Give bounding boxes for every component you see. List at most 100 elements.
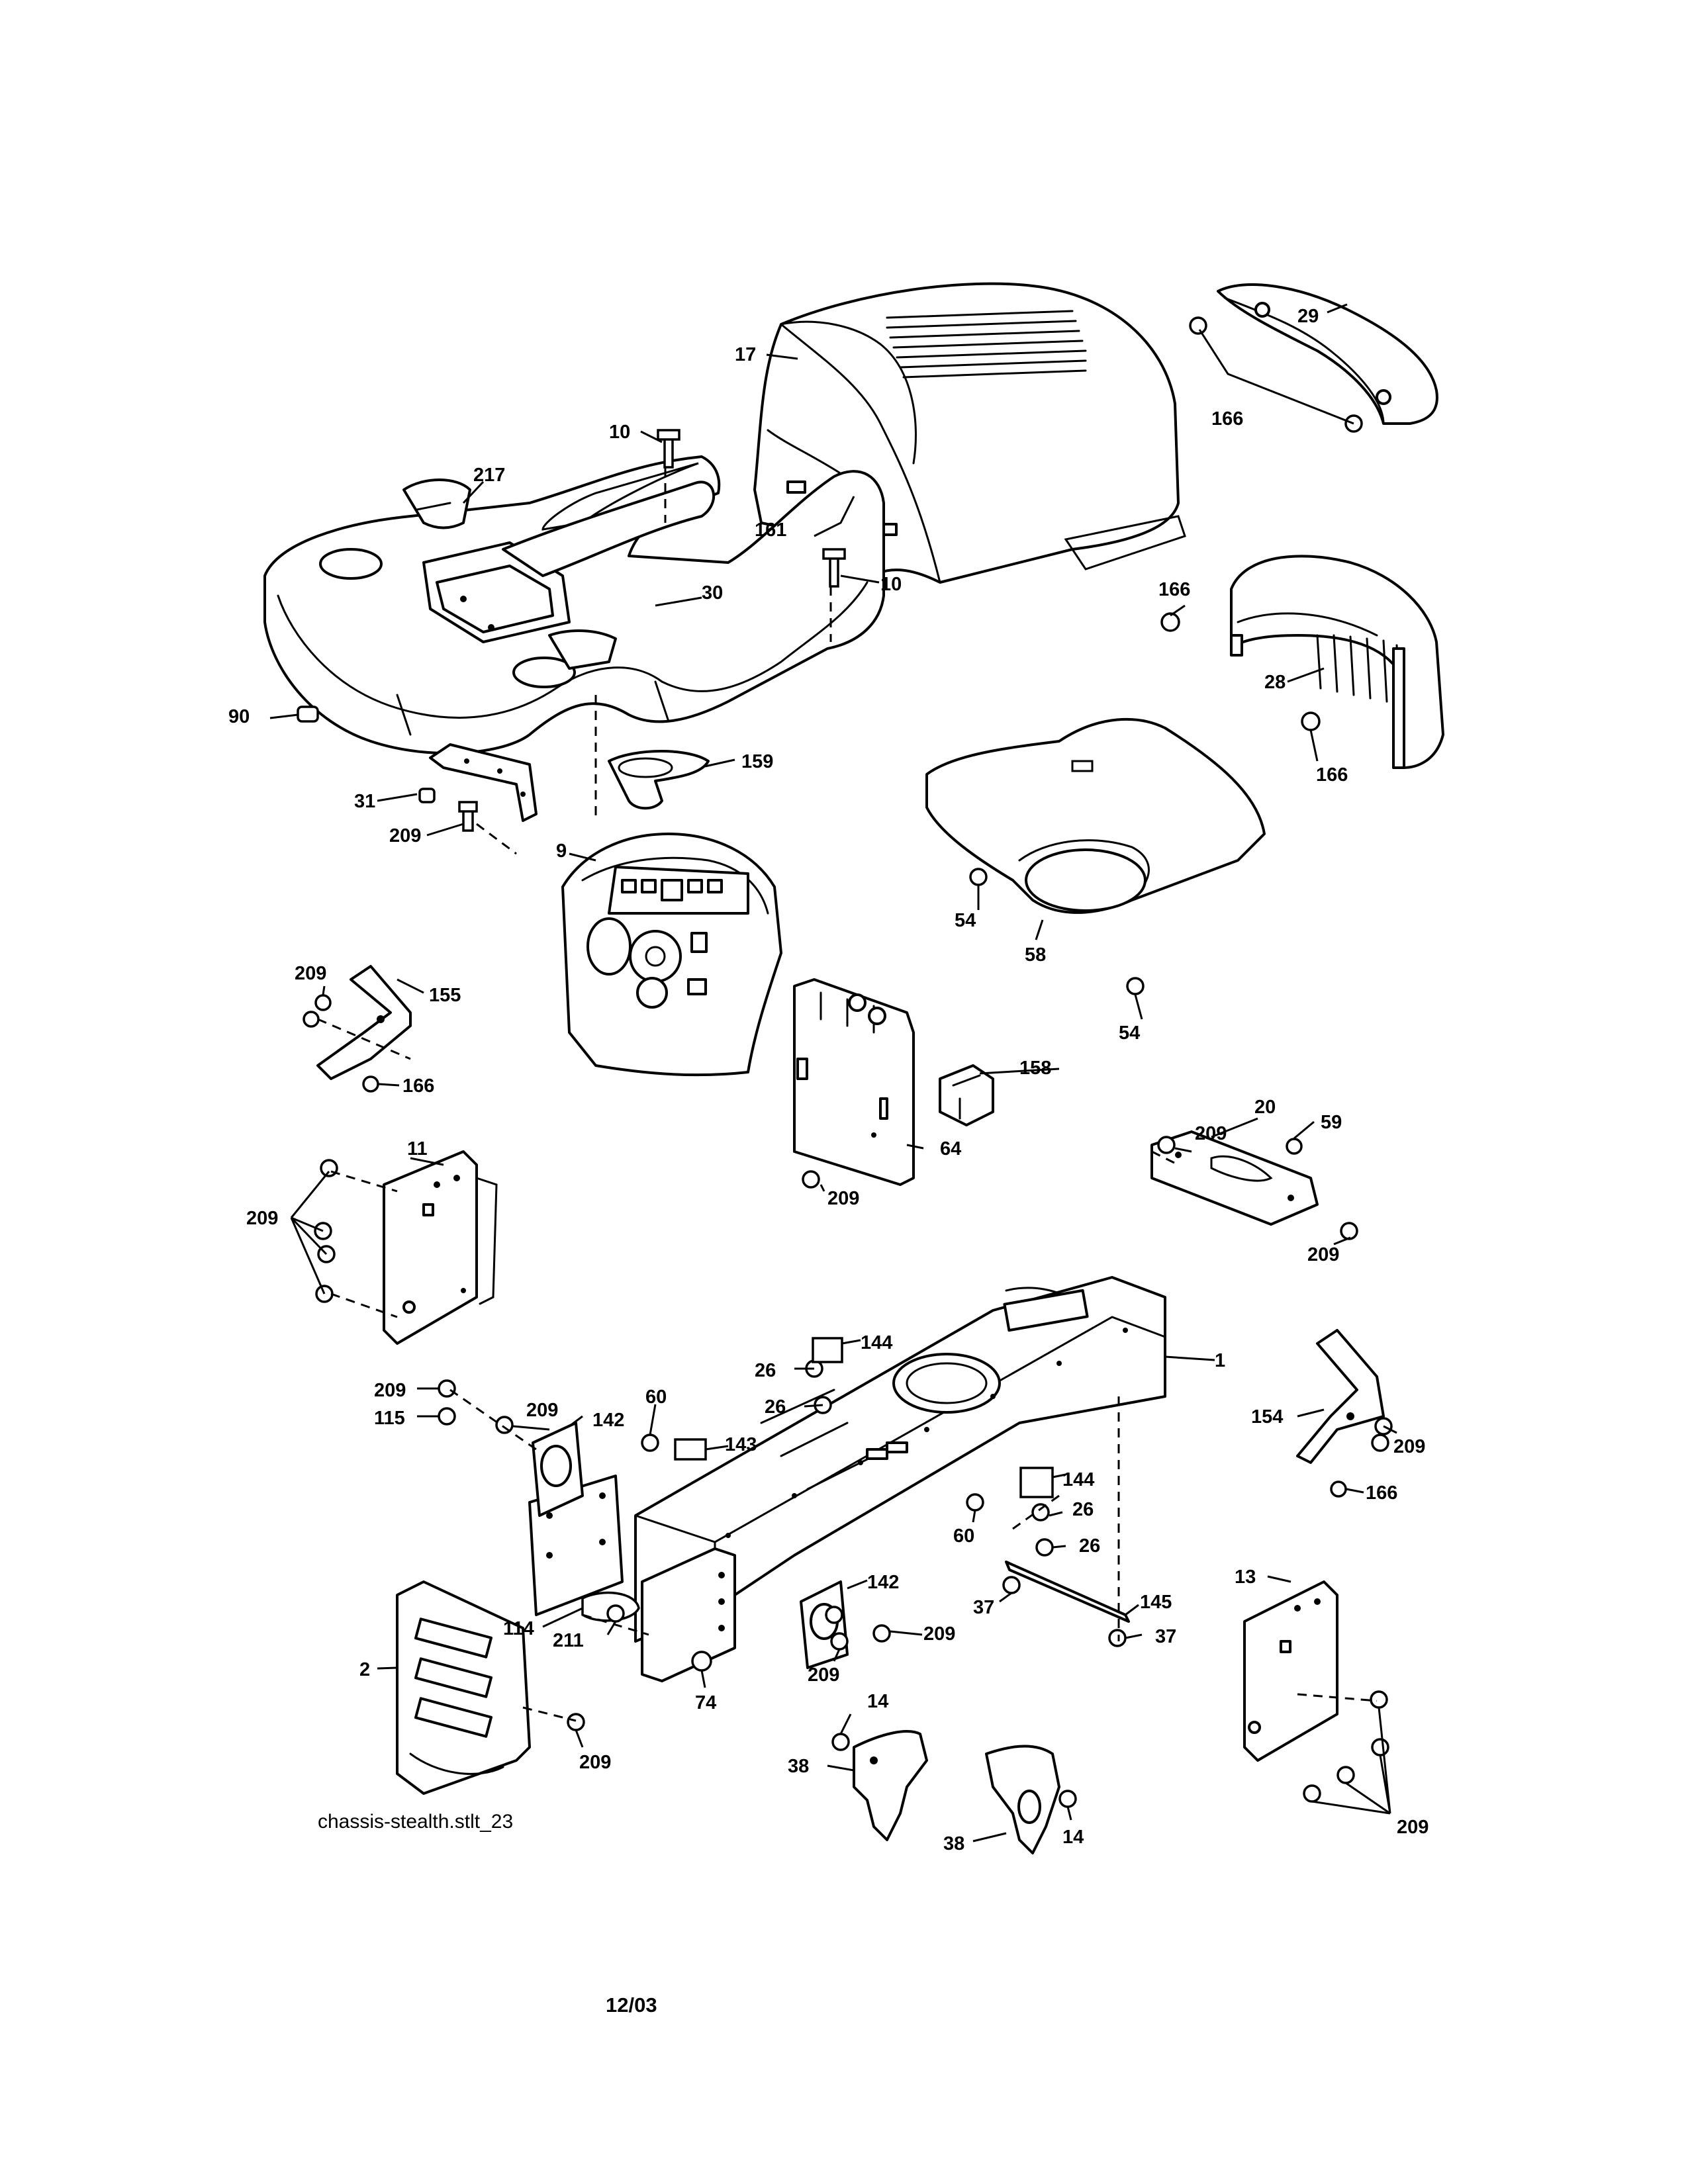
callout-209: 209	[827, 1188, 859, 1209]
callout-209: 209	[579, 1752, 611, 1773]
seat-mount-plate	[502, 480, 715, 577]
fastener-small-parts	[297, 316, 1393, 1808]
callout-115: 115	[374, 1408, 405, 1429]
alignment-lines	[317, 467, 1378, 1722]
callout-31: 31	[354, 791, 375, 812]
bolt-166e	[1330, 1480, 1347, 1498]
screw-166a	[1189, 316, 1207, 335]
bolt-209l	[567, 1713, 585, 1731]
screw-166b	[1160, 612, 1180, 632]
callout-26: 26	[1072, 1499, 1094, 1520]
nut-90	[297, 705, 319, 723]
callout-38: 38	[943, 1833, 964, 1854]
callout-144: 144	[861, 1332, 892, 1353]
bolt-209h	[495, 1416, 514, 1434]
plate-part-20	[1150, 1130, 1319, 1226]
callout-161: 161	[755, 520, 786, 541]
callout-90: 90	[228, 706, 250, 727]
callout-159: 159	[741, 751, 773, 772]
callout-142: 142	[592, 1410, 624, 1431]
callout-209: 209	[295, 963, 326, 984]
callout-209: 209	[923, 1623, 955, 1645]
callout-59: 59	[1321, 1112, 1342, 1133]
callout-114: 114	[503, 1618, 534, 1639]
bracket-144b	[1019, 1467, 1054, 1498]
frame-side-plate	[641, 1547, 736, 1682]
callout-13: 13	[1235, 1567, 1256, 1588]
callout-144: 144	[1062, 1469, 1094, 1490]
bolt-37a	[1002, 1576, 1021, 1594]
callout-209: 209	[1195, 1123, 1227, 1144]
callout-14: 14	[1062, 1827, 1084, 1848]
bolt-115	[438, 1407, 456, 1426]
bolt-209a	[458, 801, 478, 832]
rear-fender-part-28	[1230, 555, 1444, 769]
cup-holder-part-159	[608, 750, 710, 810]
bolt-37b	[1108, 1629, 1127, 1647]
callout-209: 209	[374, 1380, 406, 1401]
callout-217: 217	[473, 465, 505, 486]
bolt-209k	[830, 1632, 849, 1651]
bracket-part-38-left	[853, 1730, 928, 1841]
callout-209: 209	[389, 825, 421, 846]
callout-166: 166	[1211, 408, 1243, 430]
bracket-part-142-left	[532, 1422, 584, 1517]
callout-60: 60	[645, 1387, 667, 1408]
bracket-part-142-right	[800, 1580, 849, 1669]
rod-part-145	[1005, 1561, 1130, 1623]
callout-38: 38	[788, 1756, 809, 1777]
bolt-60b	[966, 1493, 984, 1512]
callout-209: 209	[1397, 1817, 1429, 1838]
callout-166: 166	[1366, 1482, 1397, 1504]
callout-166: 166	[1316, 764, 1348, 786]
callout-209: 209	[246, 1208, 278, 1229]
leader-lines	[269, 303, 1397, 1843]
callout-26: 26	[765, 1396, 786, 1418]
callout-37: 37	[1155, 1626, 1176, 1647]
callout-154: 154	[1251, 1406, 1283, 1428]
nut-26c	[1031, 1503, 1050, 1522]
callout-166: 166	[402, 1075, 434, 1097]
callout-9: 9	[556, 841, 567, 862]
nut-26d	[1035, 1538, 1054, 1557]
revision-date: 12/03	[606, 1993, 657, 2017]
latch-part-158	[939, 1064, 994, 1126]
bolt-54b	[1126, 977, 1145, 995]
callout-60: 60	[953, 1525, 974, 1547]
bolt-54a	[969, 868, 988, 886]
bracket-part-155	[316, 965, 412, 1080]
callout-1: 1	[1215, 1350, 1225, 1371]
nut-211	[606, 1604, 625, 1623]
callout-20: 20	[1254, 1097, 1276, 1118]
callout-10: 10	[609, 422, 630, 443]
part-217	[402, 478, 471, 529]
bolt-166d	[362, 1075, 379, 1093]
console-part-9	[561, 833, 782, 1077]
callout-209: 209	[808, 1664, 839, 1686]
callout-74: 74	[695, 1692, 716, 1713]
callout-11: 11	[407, 1138, 428, 1160]
callout-142: 142	[867, 1572, 899, 1593]
callout-labels: 17 29 166 10 217 161 10 30 166 28 166 90…	[228, 306, 1429, 1854]
bolt-10b	[822, 548, 846, 588]
bolt-10a	[657, 429, 680, 469]
callout-143: 143	[725, 1434, 757, 1455]
panel-part-64	[793, 978, 915, 1186]
bolt-209e	[1340, 1222, 1358, 1240]
bracket-part-38-right	[985, 1745, 1060, 1854]
bolts-209m	[1303, 1690, 1389, 1803]
bracket-part-31	[429, 743, 538, 822]
callout-30: 30	[702, 582, 723, 604]
nut-31	[418, 788, 436, 803]
front-plate-part-2	[396, 1580, 531, 1795]
screw-166c	[1301, 711, 1321, 731]
callout-26: 26	[755, 1360, 776, 1381]
callout-10: 10	[880, 574, 902, 595]
callout-2: 2	[359, 1659, 370, 1680]
callout-29: 29	[1297, 306, 1319, 327]
callout-64: 64	[940, 1138, 961, 1160]
callout-209: 209	[1307, 1244, 1339, 1265]
callout-158: 158	[1019, 1058, 1051, 1079]
fender-part-30	[263, 455, 885, 755]
nut-59	[1286, 1138, 1303, 1155]
